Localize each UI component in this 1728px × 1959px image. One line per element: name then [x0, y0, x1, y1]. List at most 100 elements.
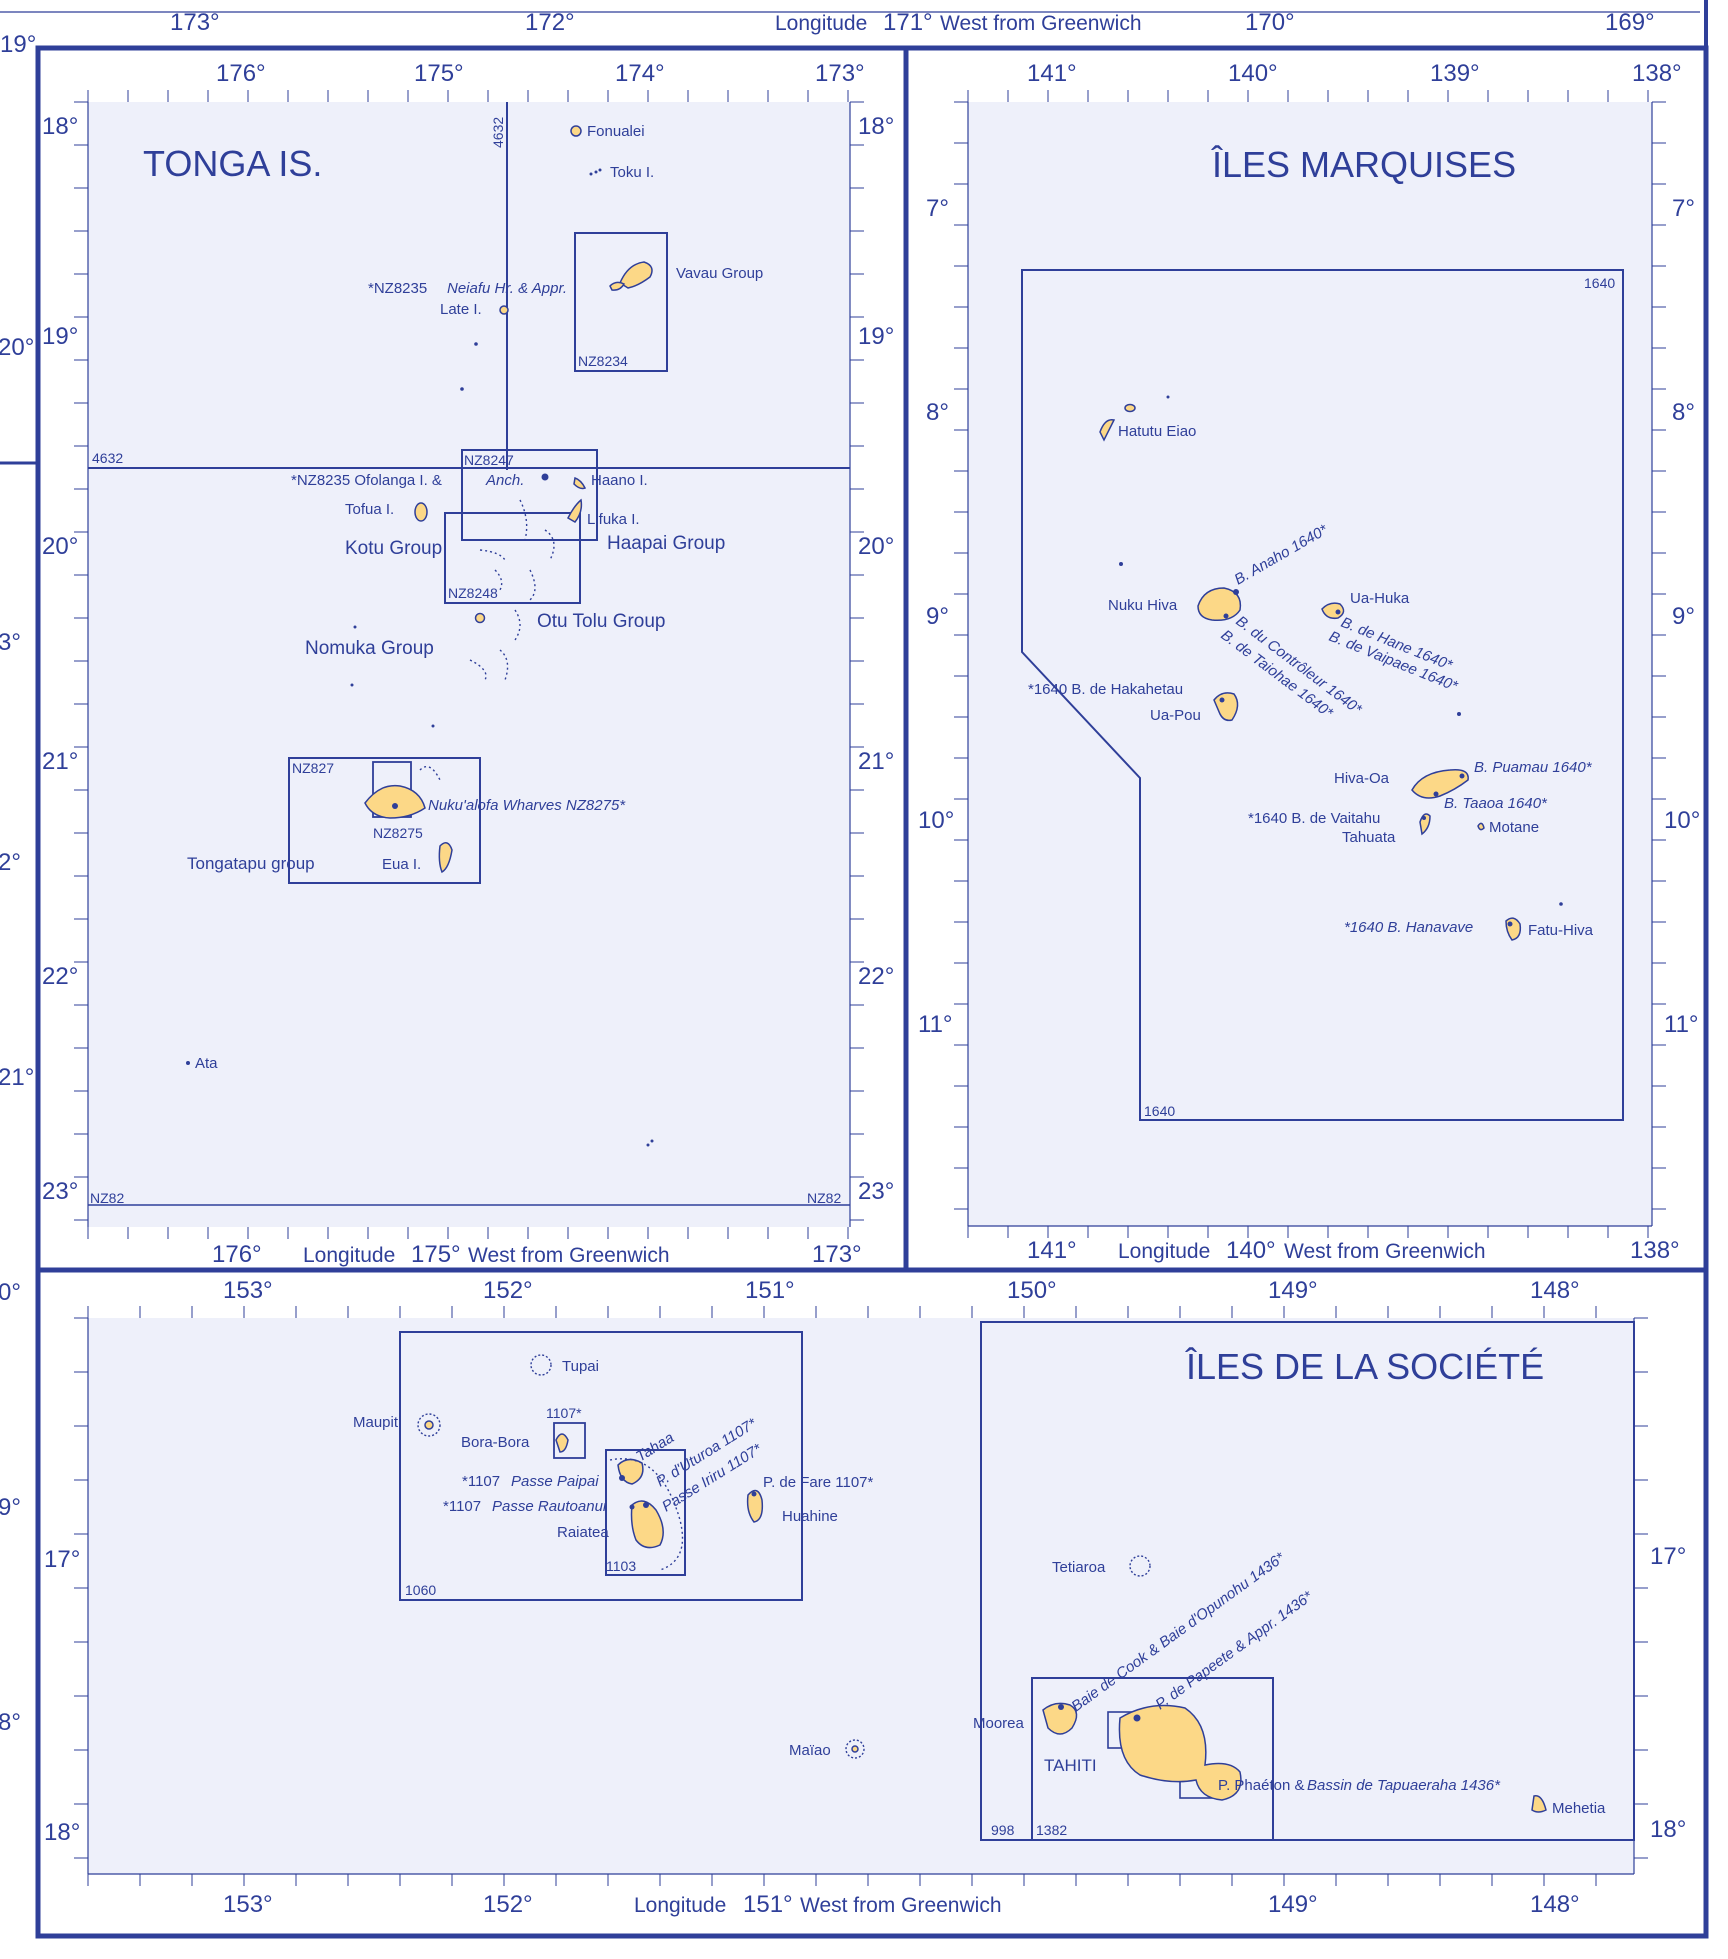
label-p-phaeton: P. Phaéton &	[1218, 1777, 1304, 1794]
left-edge-ticks: 19° 20° 3° 2° 21° 0° 9° 8°	[0, 31, 36, 1736]
chart-box-1107[interactable]	[553, 1422, 586, 1459]
island-hatutu	[1099, 419, 1116, 442]
marquises-right-tick: 11°	[1664, 1011, 1699, 1038]
societe-top-tick: 150°	[1007, 1277, 1057, 1304]
marquises-right-tick: 10°	[1664, 807, 1700, 834]
label-haapai-group: Haapai Group	[607, 533, 725, 554]
tonga-right-tick: 18°	[858, 113, 894, 140]
chart-box-nz8248[interactable]	[444, 512, 581, 604]
societe-longitude-suffix: West from Greenwich	[800, 1894, 1002, 1917]
marquises-title: ÎLES MARQUISES	[1211, 144, 1516, 185]
chart-box-998[interactable]	[980, 1321, 1635, 1841]
chart-number-1382: 1382	[1036, 1822, 1067, 1838]
tonga-right-tick: 19°	[858, 323, 894, 350]
chart-box-nz8234[interactable]	[574, 232, 668, 372]
tonga-left-tick: 23°	[42, 1178, 78, 1205]
societe-bottom-tick: 153°	[223, 1891, 273, 1918]
panel-frames	[35, 0, 1709, 1939]
marquises-right-tick: 7°	[1672, 195, 1695, 222]
island-toku	[589, 168, 602, 176]
tonga-longitude-value: 175°	[411, 1241, 461, 1268]
marquises-right-tick: 9°	[1672, 603, 1695, 630]
societe-top-tick: 149°	[1268, 1277, 1318, 1304]
marquises-left-tick: 10°	[918, 807, 954, 834]
label-passe-paipai: Passe Paipai	[511, 1473, 599, 1490]
label-otu-tolu-group: Otu Tolu Group	[537, 611, 666, 632]
island-maiao	[845, 1739, 865, 1759]
chart-box-1060[interactable]	[399, 1331, 803, 1601]
societe-right-tick: 18°	[1650, 1816, 1686, 1843]
label-b-puamau: B. Puamau 1640*	[1474, 759, 1593, 776]
societe-left-tick: 18°	[44, 1819, 80, 1846]
island-eua	[438, 842, 453, 874]
island-ata	[186, 1061, 190, 1065]
label-moorea: Moorea	[973, 1715, 1025, 1732]
reefs-haapai	[419, 499, 555, 781]
marquises-top-tick: 141°	[1027, 60, 1077, 87]
top-strip: 173° 172° 170° 169° Longitude 171° West …	[0, 9, 1700, 36]
societe-bottom-tick: 152°	[483, 1891, 533, 1918]
marquises-longitude-label: Longitude	[1118, 1240, 1210, 1263]
chart-number-1640-bottom: 1640	[1144, 1103, 1175, 1119]
tonga-longitude-suffix: West from Greenwich	[468, 1244, 670, 1267]
island-otu-tolu	[474, 612, 486, 624]
chart-box-nz8247[interactable]	[461, 449, 598, 541]
marquises-left-tick: 11°	[918, 1011, 953, 1038]
label-passe-rautoanui: Passe Rautoanui	[492, 1498, 607, 1515]
label-nuku-hiva: Nuku Hiva	[1108, 597, 1178, 614]
marquises-bottom-tick: 141°	[1027, 1237, 1077, 1264]
chart-box-1103[interactable]	[605, 1449, 686, 1576]
societe-graticule-ticks	[74, 1306, 1648, 1886]
label-b-taaoa: B. Taaoa 1640*	[1444, 795, 1548, 812]
label-nomuka-group: Nomuka Group	[305, 638, 434, 659]
societe-right-tick: 17°	[1650, 1543, 1686, 1570]
top-strip-longitude-suffix: West from Greenwich	[940, 12, 1142, 35]
left-edge-tick: 2°	[0, 849, 21, 876]
chart-number-1103: 1103	[606, 1558, 636, 1574]
island-lifuka	[567, 498, 583, 523]
tonga-graticule-ticks	[74, 90, 864, 1239]
chart-box-nz827[interactable]	[288, 757, 481, 884]
island-bora-bora	[555, 1433, 569, 1453]
tonga-left-tick: 18°	[42, 113, 78, 140]
island-tongatapu	[364, 784, 426, 819]
island-ua-huka	[1321, 602, 1345, 620]
island-huahine	[746, 1489, 764, 1523]
tonga-left-tick: 22°	[42, 963, 78, 990]
label-maupiti: Maupiti	[353, 1414, 401, 1431]
chart-limit-1640[interactable]	[1021, 269, 1624, 1121]
label-fonualei: Fonualei	[587, 123, 645, 140]
marquises-longitude-suffix: West from Greenwich	[1284, 1240, 1486, 1263]
marquises-top-tick: 140°	[1228, 60, 1278, 87]
chart-number-nz82-right: NZ82	[807, 1190, 841, 1206]
tonga-top-tick: 173°	[815, 60, 865, 87]
label-nukualofa: Nuku'alofa Wharves NZ8275*	[428, 797, 626, 814]
tonga-top-tick: 175°	[414, 60, 464, 87]
tonga-top-tick: 174°	[615, 60, 665, 87]
left-edge-tick: 3°	[0, 629, 21, 656]
island-fonualei	[570, 125, 582, 137]
tonga-left-tick: 21°	[42, 748, 78, 775]
marquises-longitude-value: 140°	[1226, 1237, 1276, 1264]
marquises-top-tick: 138°	[1632, 60, 1682, 87]
island-maupiti	[417, 1413, 441, 1437]
tonga-right-tick: 21°	[858, 748, 894, 775]
island-haano	[573, 477, 587, 490]
island-tahiti	[1118, 1704, 1242, 1801]
societe-bottom-tick: 148°	[1530, 1891, 1580, 1918]
societe-top-tick: 148°	[1530, 1277, 1580, 1304]
top-strip-longitude-value: 171°	[883, 9, 933, 36]
chart-number-998: 998	[991, 1822, 1015, 1838]
chart-number-1640-top: 1640	[1584, 275, 1615, 291]
societe-left-tick: 17°	[44, 1546, 80, 1573]
societe-title: ÎLES DE LA SOCIÉTÉ	[1185, 1346, 1544, 1387]
left-edge-tick: 0°	[0, 1279, 21, 1306]
chart-number-nz8247: NZ8247	[464, 452, 514, 468]
island-vavau	[619, 261, 653, 289]
top-strip-tick: 172°	[525, 9, 575, 36]
label-neiafu: Neiafu Hr. & Appr.	[447, 280, 567, 297]
chart-box-1382[interactable]	[1031, 1677, 1274, 1841]
label-bora-bora: Bora-Bora	[461, 1434, 530, 1451]
societe-bottom-tick: 149°	[1268, 1891, 1318, 1918]
top-strip-tick: 173°	[170, 9, 220, 36]
